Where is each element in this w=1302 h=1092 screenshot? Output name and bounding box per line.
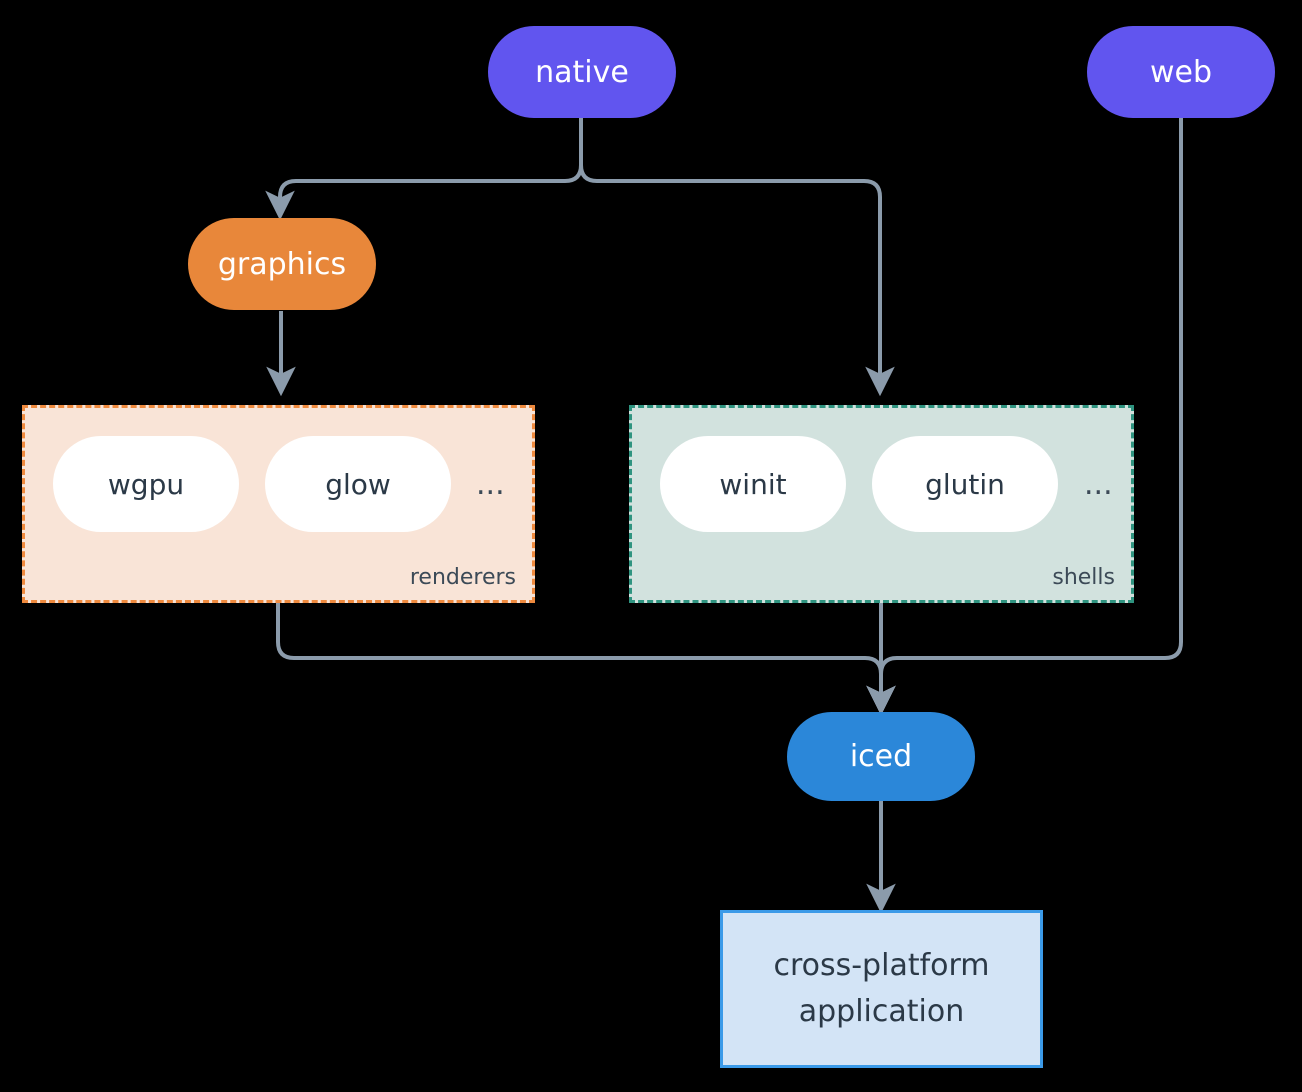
group-shells: winit glutin ... shells — [629, 405, 1134, 603]
group-renderers: wgpu glow ... renderers — [22, 405, 535, 603]
node-native[interactable]: native — [488, 26, 676, 118]
shell-item-glutin[interactable]: glutin — [872, 436, 1058, 532]
node-graphics-label: graphics — [217, 246, 347, 282]
renderer-item-glow[interactable]: glow — [265, 436, 451, 532]
shells-ellipsis: ... — [1084, 467, 1113, 502]
edge-native-to-graphics — [265, 164, 583, 221]
edge-renderers-to-iced — [276, 602, 896, 716]
renderer-item-wgpu[interactable]: wgpu — [53, 436, 239, 532]
group-renderers-label: renderers — [409, 565, 516, 590]
group-shells-label: shells — [1052, 565, 1115, 590]
shell-item-winit-label: winit — [719, 467, 787, 501]
renderers-ellipsis: ... — [476, 467, 505, 502]
shell-item-glutin-label: glutin — [925, 467, 1005, 501]
node-application[interactable]: cross-platform application — [720, 910, 1043, 1068]
edge-native-split — [579, 117, 895, 397]
node-graphics[interactable]: graphics — [188, 218, 376, 310]
shell-item-winit[interactable]: winit — [660, 436, 846, 532]
node-web[interactable]: web — [1087, 26, 1275, 118]
renderer-item-glow-label: glow — [325, 467, 391, 501]
renderer-item-wgpu-label: wgpu — [107, 467, 185, 501]
node-native-label: native — [535, 54, 629, 90]
node-application-label-line1: cross-platform — [773, 947, 990, 983]
node-iced-label: iced — [849, 739, 913, 774]
node-iced[interactable]: iced — [787, 712, 975, 801]
node-application-label-line2: application — [798, 994, 965, 1029]
node-web-label: web — [1149, 54, 1213, 90]
